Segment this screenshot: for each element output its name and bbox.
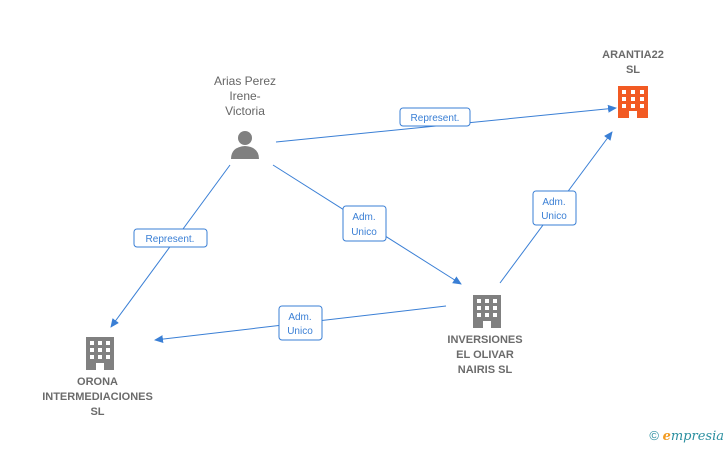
node-label-line: Victoria [225,104,265,118]
building-icon[interactable] [86,337,114,370]
brand-logo: © empresia [649,428,724,444]
edge-label-text: Represent. [411,113,460,124]
node-label-arantia[interactable]: ARANTIA22 SL [578,48,688,78]
brand-e: e [662,429,671,444]
node-label-line: ORONA [77,376,118,388]
edge-label-text: Adm. [542,197,565,208]
node-label-line: Irene- [229,89,261,103]
edge-label-text: Unico [351,227,377,238]
node-label-line: Arias Perez [213,74,277,88]
node-label-person[interactable]: Arias Perez Irene- Victoria [190,74,300,119]
brand-name: mpresia [670,429,724,444]
node-label-line: ARANTIA22 [602,49,664,61]
node-label-inversiones[interactable]: INVERSIONES EL OLIVAR NAIRIS SL [430,333,540,378]
node-label-line: INVERSIONES [447,334,523,346]
building-icon[interactable] [618,86,648,118]
edge-label-text: Adm. [288,312,311,323]
edge-label-person-arantia: Represent. [399,107,471,127]
edge-label-person-inversiones: Adm. Unico [342,205,387,242]
edge-label-text: Represent. [146,234,195,245]
edge-label-text: Unico [541,211,567,222]
edge-label-inversiones-orona: Adm. Unico [278,305,323,341]
edge-label-text: Adm. [352,212,375,223]
node-label-line: NAIRIS SL [457,364,513,376]
copyright-symbol: © [649,428,659,443]
building-icon[interactable] [473,295,501,328]
edge-label-person-orona: Represent. [133,228,208,248]
edge-label-text: Unico [287,326,313,337]
node-label-orona[interactable]: ORONA INTERMEDIACIONES SL [30,375,165,420]
person-icon[interactable] [231,131,259,159]
node-label-line: SL [90,406,105,418]
node-label-line: SL [625,64,641,76]
node-label-line: INTERMEDIACIONES [42,391,153,403]
edge-label-inversiones-arantia: Adm. Unico [532,190,577,226]
node-label-line: EL OLIVAR [456,349,514,361]
